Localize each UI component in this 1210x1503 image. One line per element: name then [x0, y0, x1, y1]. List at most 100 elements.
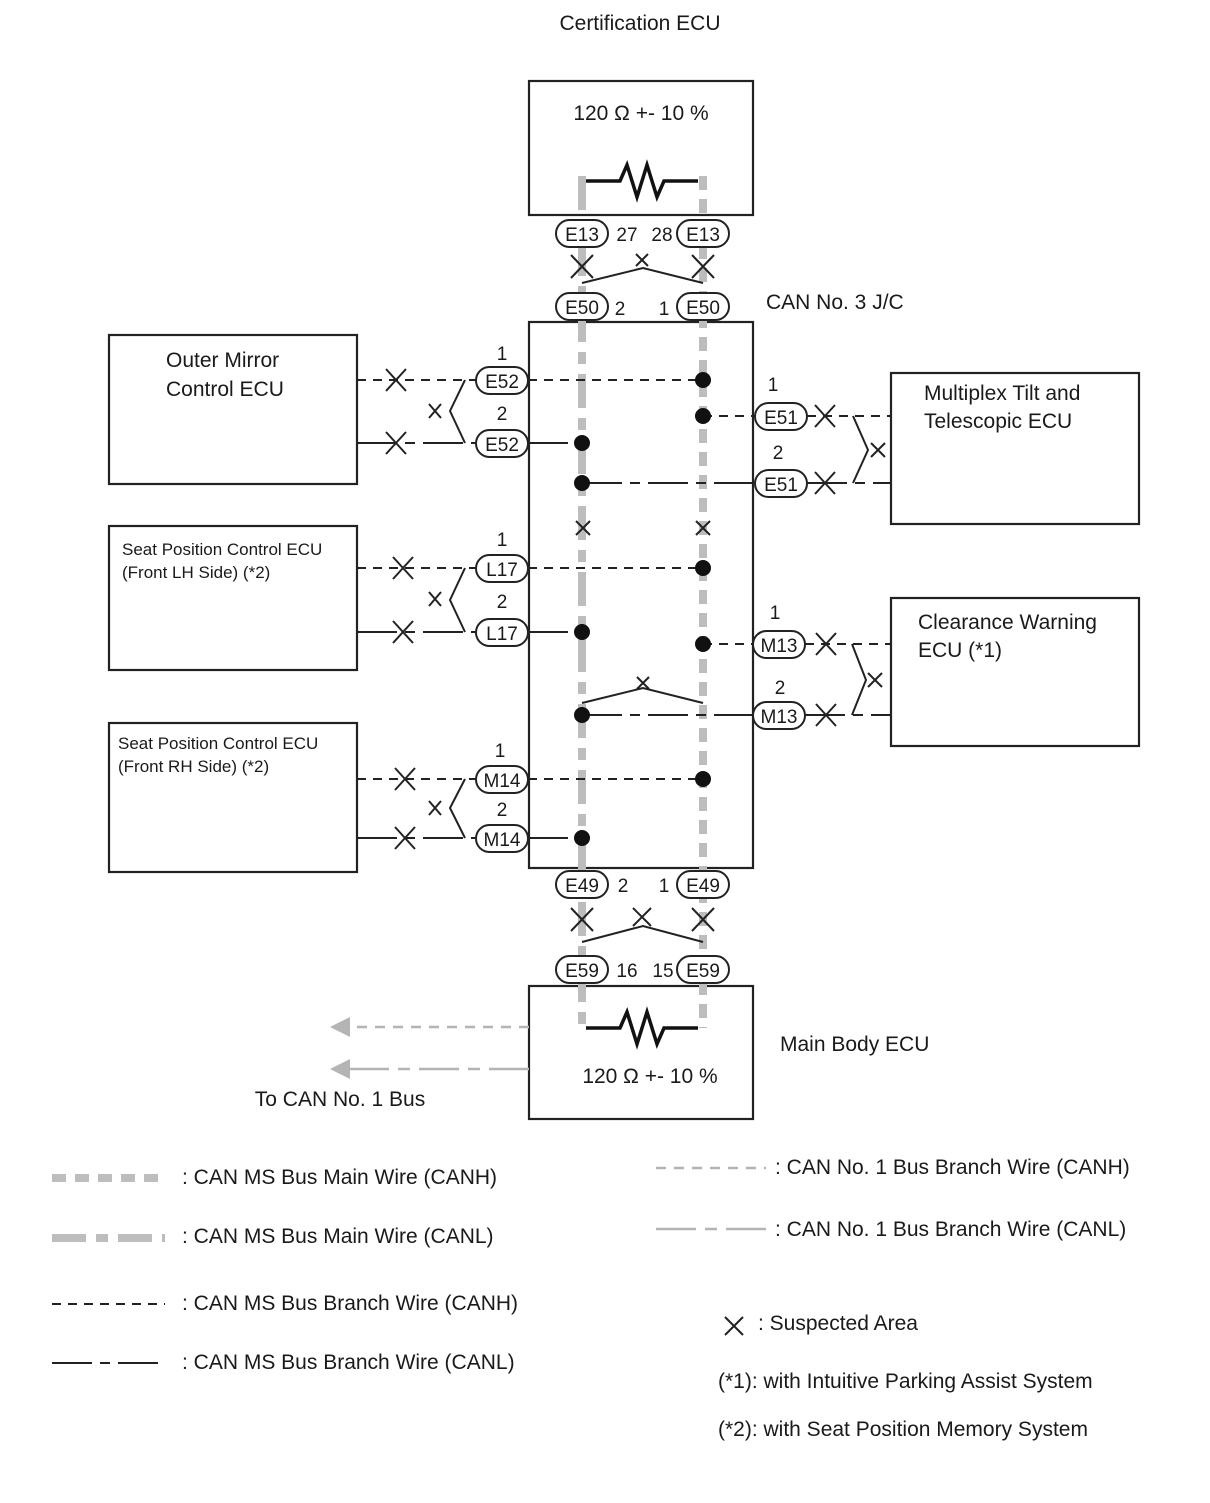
- pin-e49-1-label: 1: [659, 876, 670, 897]
- svg-text:E52: E52: [485, 435, 519, 456]
- svg-text:2: 2: [497, 592, 508, 613]
- connector-e50-right: [676, 292, 730, 321]
- connector-e50-left: [555, 292, 609, 321]
- svg-text:E51: E51: [764, 408, 798, 429]
- seat-rh-title-1: Seat Position Control ECU: [118, 734, 318, 753]
- connector-m13-2: [752, 701, 806, 730]
- connector-e49-right: [676, 870, 730, 899]
- pin-e49-2-label: 2: [618, 876, 629, 897]
- certification-ecu-resistance: 120 Ω +- 10 %: [573, 102, 708, 125]
- outer-mirror-title-2: Control ECU: [166, 378, 284, 401]
- connector-l17-2: [475, 618, 529, 647]
- legend-suspected-icon: [724, 1316, 744, 1336]
- multiplex-tilt-title-1: Multiplex Tilt and: [924, 382, 1080, 405]
- certification-ecu-title: Certification ECU: [559, 12, 720, 35]
- legend-note-1: (*1): with Intuitive Parking Assist Syst…: [718, 1370, 1093, 1393]
- legend-main-canl-label: : CAN MS Bus Main Wire (CANL): [182, 1225, 494, 1248]
- legend-branch-canl-label: : CAN MS Bus Branch Wire (CANL): [182, 1351, 515, 1374]
- svg-text:M13: M13: [761, 707, 798, 728]
- svg-text:M14: M14: [484, 830, 521, 851]
- connector-e13-left-label: E13: [565, 225, 599, 246]
- certification-resistor-symbol: [586, 159, 698, 203]
- pin-27-label: 27: [616, 225, 637, 246]
- connector-e49-right-label: E49: [686, 876, 720, 897]
- suspected-mark-seat-rh: [394, 767, 466, 850]
- can-junction-box: [527, 320, 755, 870]
- to-can-no1-bus-label: To CAN No. 1 Bus: [255, 1088, 425, 1111]
- main-body-ecu-box: [527, 984, 755, 1121]
- svg-text:2: 2: [775, 678, 786, 699]
- connector-m14-2: [475, 824, 529, 853]
- svg-text:L17: L17: [486, 560, 518, 581]
- legend-bus1-canh-label: : CAN No. 1 Bus Branch Wire (CANH): [775, 1156, 1130, 1179]
- legend: : CAN MS Bus Main Wire (CANH) : CAN MS B…: [52, 1156, 1130, 1441]
- suspected-mark-seat-lh: [392, 556, 466, 644]
- suspected-mark-multiplex-tilt: [814, 404, 886, 495]
- clearance-warning-title-1: Clearance Warning: [918, 611, 1097, 634]
- clearance-warning-ecu-box: [889, 596, 1141, 748]
- legend-note-2: (*2): with Seat Position Memory System: [718, 1418, 1088, 1441]
- svg-text:2: 2: [497, 800, 508, 821]
- clearance-warning-title-2: ECU (*1): [918, 639, 1002, 662]
- svg-text:1: 1: [495, 741, 506, 762]
- connector-e13-right-label: E13: [686, 225, 720, 246]
- connector-e13-left: [555, 219, 609, 248]
- suspected-mark-main-canl: [575, 520, 591, 536]
- svg-text:M13: M13: [761, 636, 798, 657]
- main-body-resistor-symbol: [586, 1006, 698, 1050]
- connector-l17-1: [475, 554, 529, 583]
- to-can-no1-bus-arrows: [330, 1017, 529, 1079]
- seat-lh-ecu-box: [107, 524, 359, 672]
- svg-text:1: 1: [497, 530, 508, 551]
- svg-text:L17: L17: [486, 624, 518, 645]
- connector-e52-2: [475, 429, 529, 458]
- svg-text:2: 2: [497, 404, 508, 425]
- connector-e51-1: [754, 402, 808, 431]
- svg-text:1: 1: [497, 344, 508, 365]
- suspected-mark-e49-e59: [570, 907, 715, 943]
- seat-lh-title-1: Seat Position Control ECU: [122, 540, 322, 559]
- connector-e49-left-label: E49: [565, 876, 599, 897]
- pin-e50-2-label: 2: [615, 299, 626, 320]
- seat-rh-ecu-box: [107, 721, 359, 874]
- suspected-mark-jc-bridge: [581, 676, 704, 704]
- connector-m14-1: [475, 765, 529, 794]
- suspected-mark-outer-mirror: [385, 368, 466, 455]
- seat-rh-title-2: (Front RH Side) (*2): [118, 757, 269, 776]
- connector-e13-right: [676, 219, 730, 248]
- svg-text:1: 1: [768, 375, 779, 396]
- multiplex-tilt-ecu-box: [889, 371, 1141, 526]
- connector-e50-right-label: E50: [686, 298, 720, 319]
- outer-mirror-title-1: Outer Mirror: [166, 349, 279, 372]
- connector-m13-1: [752, 630, 806, 659]
- pin-16-label: 16: [616, 961, 637, 982]
- connector-e49-left: [555, 870, 609, 899]
- connector-e51-2: [754, 469, 808, 498]
- suspected-mark-main-canh: [695, 520, 711, 536]
- legend-main-canh-label: : CAN MS Bus Main Wire (CANH): [182, 1166, 497, 1189]
- main-body-ecu-title: Main Body ECU: [780, 1033, 929, 1056]
- connector-e59-right-label: E59: [686, 961, 720, 982]
- seat-lh-title-2: (Front LH Side) (*2): [122, 563, 270, 582]
- certification-ecu-box: [527, 79, 755, 217]
- suspected-mark-clearance-warning: [815, 632, 883, 727]
- legend-suspected-label: : Suspected Area: [758, 1312, 918, 1335]
- svg-text:M14: M14: [484, 771, 521, 792]
- svg-text:E52: E52: [485, 372, 519, 393]
- connector-e59-left: [555, 955, 609, 984]
- svg-text:1: 1: [770, 603, 781, 624]
- outer-mirror-ecu-box: [107, 333, 359, 486]
- svg-text:2: 2: [773, 443, 784, 464]
- main-body-ecu-resistance: 120 Ω +- 10 %: [582, 1065, 717, 1088]
- pin-15-label: 15: [652, 961, 673, 982]
- suspected-mark-e13-e50: [570, 253, 715, 284]
- connector-e59-right: [676, 955, 730, 984]
- legend-bus1-canl-label: : CAN No. 1 Bus Branch Wire (CANL): [775, 1218, 1126, 1241]
- pin-28-label: 28: [651, 225, 672, 246]
- connector-e52-1: [475, 366, 529, 395]
- connector-e50-left-label: E50: [565, 298, 599, 319]
- legend-branch-canh-label: : CAN MS Bus Branch Wire (CANH): [182, 1292, 518, 1315]
- connector-e59-left-label: E59: [565, 961, 599, 982]
